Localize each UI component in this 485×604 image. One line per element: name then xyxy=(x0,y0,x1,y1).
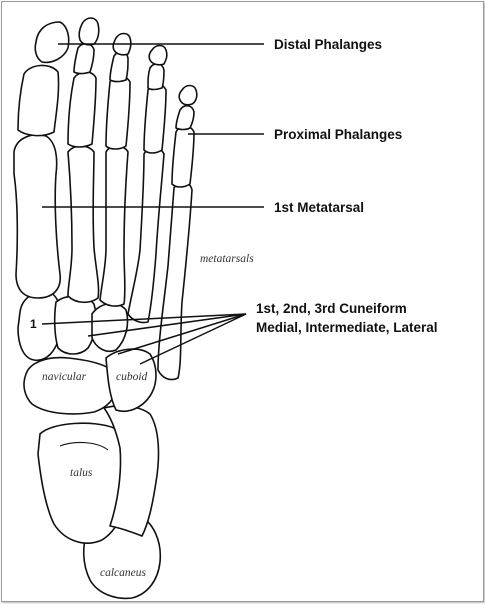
navicular-bone xyxy=(24,358,117,414)
first-metatarsal-label: 1st Metatarsal xyxy=(274,200,364,215)
distal-phalanges-label: Distal Phalanges xyxy=(274,37,382,52)
calcaneus-label: calcaneus xyxy=(100,567,147,579)
fifth-proximal-phalanx xyxy=(172,126,194,187)
hallux-distal-phalanx xyxy=(35,22,68,62)
fifth-middle-phalanx xyxy=(176,106,194,130)
fourth-proximal-phalanx xyxy=(144,84,166,153)
fifth-distal-phalanx xyxy=(179,86,197,105)
second-proximal-phalanx xyxy=(68,72,96,147)
fifth-metatarsal xyxy=(158,182,192,379)
third-middle-phalanx xyxy=(110,52,128,82)
cuneiform-label-line2: Medial, Intermediate, Lateral xyxy=(256,320,438,335)
first-metatarsal xyxy=(14,135,60,298)
fourth-metatarsal xyxy=(128,148,164,323)
hallux-proximal-phalanx xyxy=(18,65,59,135)
fourth-distal-phalanx xyxy=(149,46,167,65)
third-cuneiform xyxy=(92,304,128,352)
second-distal-phalanx xyxy=(79,18,99,45)
cuneiform-label-line1: 1st, 2nd, 3rd Cuneiform xyxy=(256,301,407,316)
cuboid-label: cuboid xyxy=(116,371,148,383)
proximal-phalanges-label: Proximal Phalanges xyxy=(274,127,402,142)
metatarsals-label: metatarsals xyxy=(200,253,254,265)
fourth-middle-phalanx xyxy=(148,64,164,90)
second-cuneiform xyxy=(55,296,96,354)
navicular-label: navicular xyxy=(42,371,87,383)
talus-label: talus xyxy=(70,467,93,479)
second-middle-phalanx xyxy=(74,44,94,74)
third-metatarsal xyxy=(100,146,128,306)
second-metatarsal xyxy=(68,146,99,302)
cuneiform-number-label: 1 xyxy=(30,317,37,331)
third-proximal-phalanx xyxy=(106,76,130,149)
